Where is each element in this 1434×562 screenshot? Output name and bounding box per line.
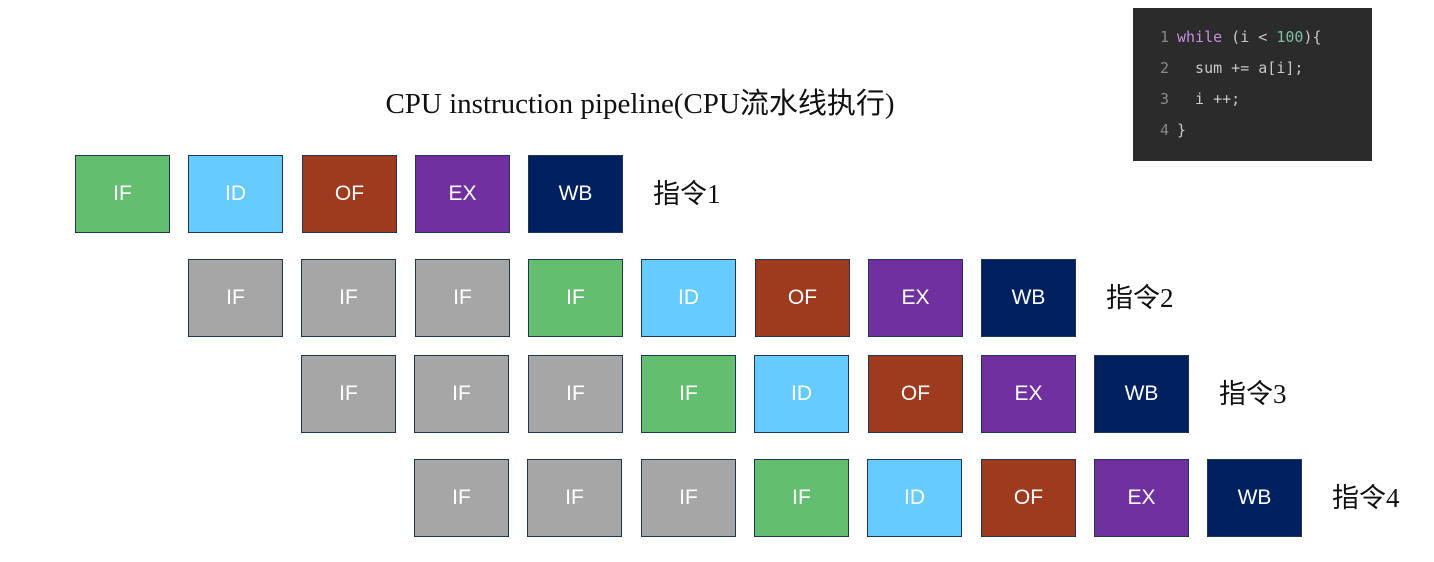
stage-cell-ex: EX <box>415 155 510 233</box>
stage-cell-wb: WB <box>1094 355 1189 433</box>
stage-cell-ex: EX <box>1094 459 1189 537</box>
stage-cell-stall: IF <box>414 459 509 537</box>
stage-cell-stall: IF <box>415 259 510 337</box>
stage-cell-stall: IF <box>301 259 396 337</box>
stage-cell-stall: IF <box>528 355 623 433</box>
stage-cell-of: OF <box>755 259 850 337</box>
stage-cell-stall: IF <box>188 259 283 337</box>
code-line: 3 i ++; <box>1133 84 1372 115</box>
code-text: sum += a[i]; <box>1177 59 1304 77</box>
stage-cell-stall: IF <box>301 355 396 433</box>
instruction-label: 指令2 <box>1106 283 1174 313</box>
stage-cell-if: IF <box>641 355 736 433</box>
code-line: 1 while (i < 100){ <box>1133 22 1372 53</box>
stage-cell-of: OF <box>981 459 1076 537</box>
stage-cell-if: IF <box>528 259 623 337</box>
diagram-title: CPU instruction pipeline(CPU流水线执行) <box>385 88 895 120</box>
code-snippet: 1 while (i < 100){ 2 sum += a[i]; 3 i ++;… <box>1133 8 1372 161</box>
stage-cell-wb: WB <box>981 259 1076 337</box>
code-text: } <box>1177 121 1187 139</box>
instruction-label: 指令1 <box>653 179 721 209</box>
line-number: 1 <box>1159 28 1169 46</box>
code-line: 4} <box>1133 115 1372 146</box>
stage-cell-stall: IF <box>641 459 736 537</box>
stage-cell-stall: IF <box>414 355 509 433</box>
stage-cell-id: ID <box>754 355 849 433</box>
stage-cell-of: OF <box>868 355 963 433</box>
stage-cell-wb: WB <box>1207 459 1302 537</box>
code-text: while (i < 100){ <box>1177 28 1322 46</box>
line-number: 4 <box>1159 121 1169 139</box>
stage-cell-of: OF <box>302 155 397 233</box>
code-line: 2 sum += a[i]; <box>1133 53 1372 84</box>
stage-cell-id: ID <box>641 259 736 337</box>
code-text: i ++; <box>1177 90 1241 108</box>
line-number: 3 <box>1159 90 1169 108</box>
stage-cell-stall: IF <box>527 459 622 537</box>
stage-cell-ex: EX <box>868 259 963 337</box>
stage-cell-id: ID <box>188 155 283 233</box>
stage-cell-wb: WB <box>528 155 623 233</box>
instruction-label: 指令3 <box>1219 379 1287 409</box>
stage-cell-ex: EX <box>981 355 1076 433</box>
stage-cell-if: IF <box>754 459 849 537</box>
stage-cell-if: IF <box>75 155 170 233</box>
instruction-label: 指令4 <box>1332 483 1400 513</box>
stage-cell-id: ID <box>867 459 962 537</box>
line-number: 2 <box>1159 59 1169 77</box>
